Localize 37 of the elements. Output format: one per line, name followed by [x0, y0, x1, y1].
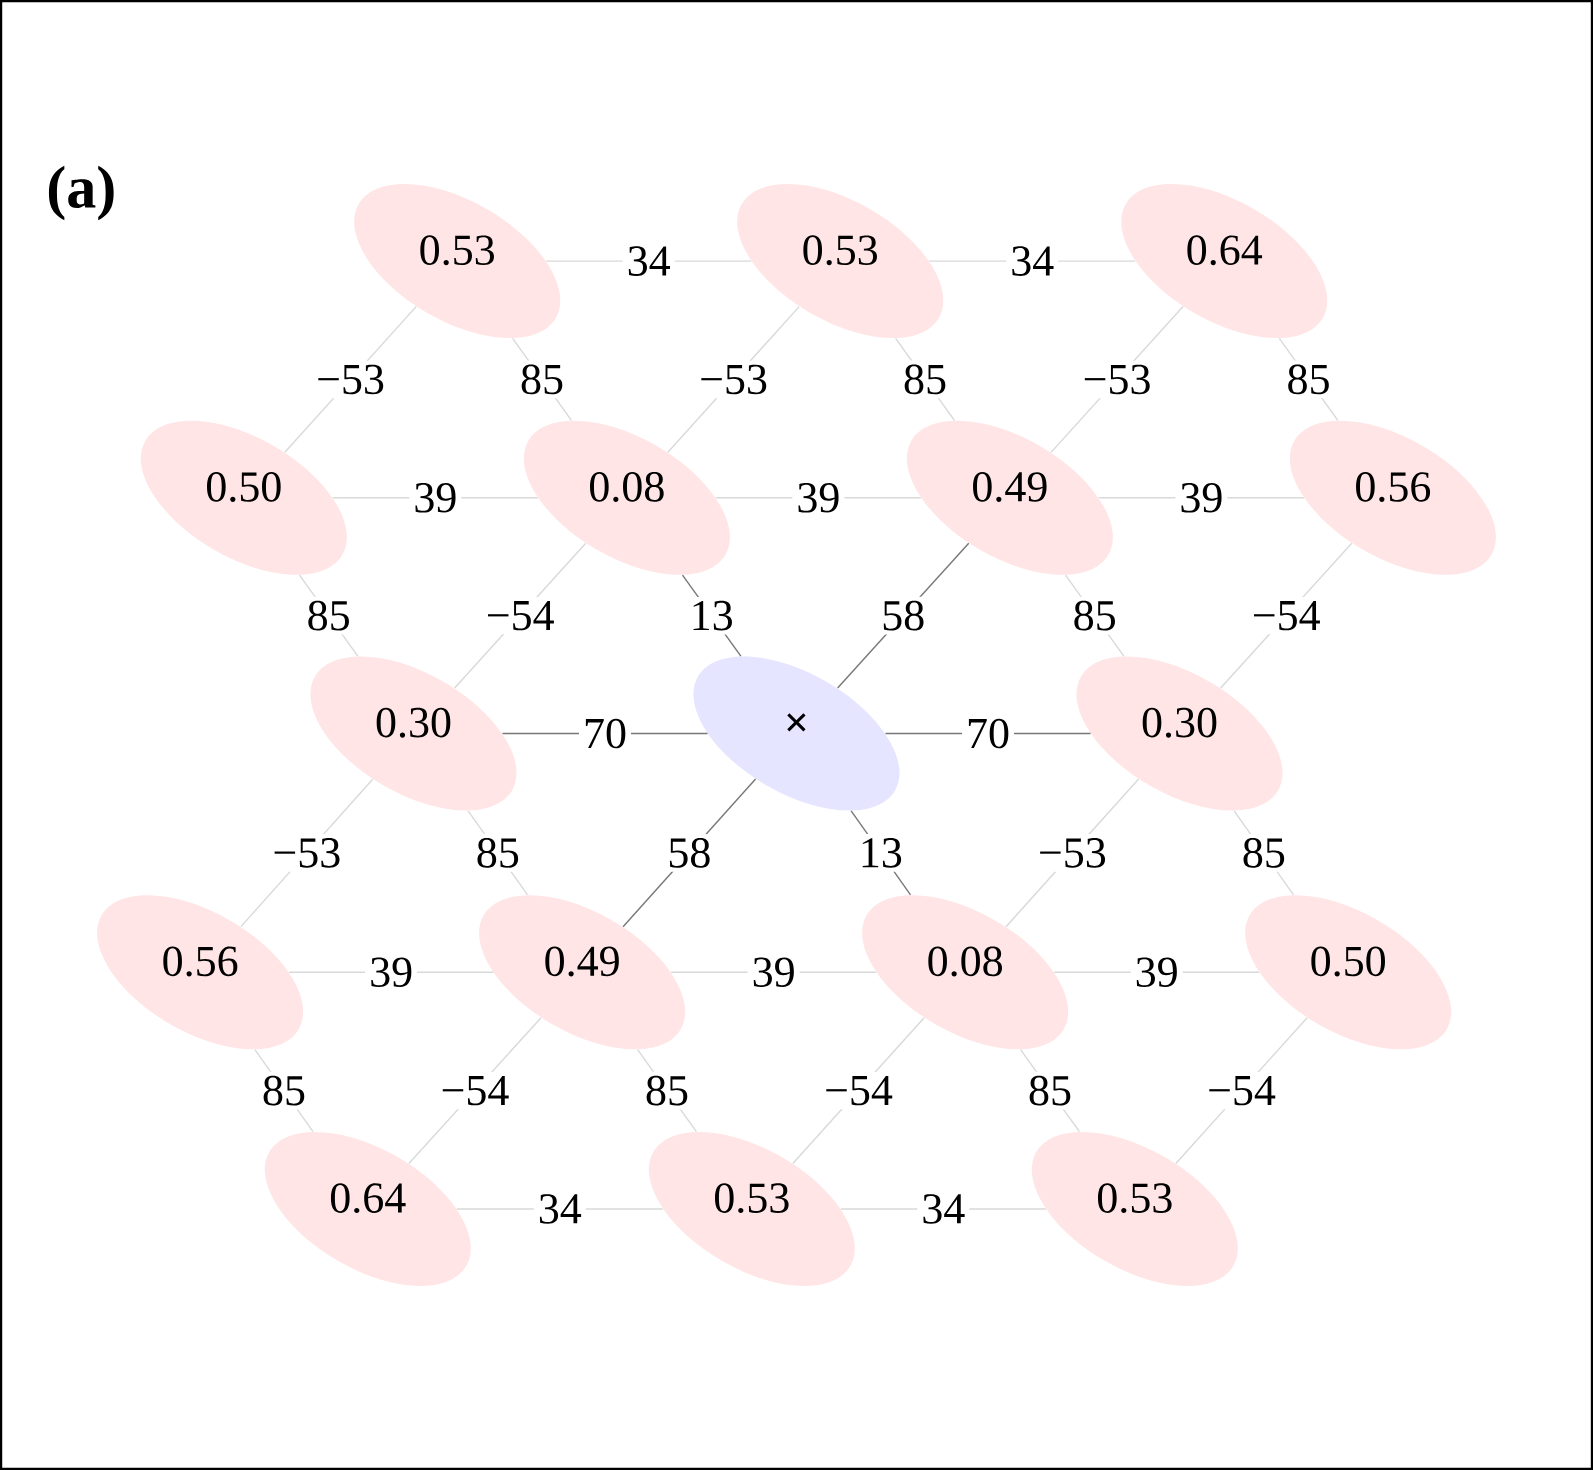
- edge-label: 39: [409, 479, 462, 517]
- edge-label: 70: [579, 714, 631, 753]
- edge-label: 39: [747, 953, 800, 992]
- edge-label: 85: [641, 1071, 693, 1110]
- edge-label: 85: [516, 360, 568, 399]
- edge-label: −53: [1033, 834, 1111, 872]
- edge-label: 85: [1282, 360, 1335, 399]
- edge-label: 85: [1024, 1071, 1076, 1110]
- edge-label: 58: [663, 834, 716, 872]
- edge-label: −54: [1203, 1071, 1280, 1110]
- edge-label: −53: [268, 834, 346, 872]
- edge-label: −53: [695, 360, 772, 399]
- edge-label: −54: [481, 596, 559, 635]
- edge-label: 85: [1237, 834, 1290, 872]
- edge-label: −53: [312, 360, 389, 399]
- edge-label: 58: [877, 596, 930, 635]
- edge-label: −54: [820, 1071, 897, 1110]
- edge-label: 39: [365, 953, 418, 992]
- edge-label: 85: [1068, 596, 1121, 635]
- edge-label: 34: [917, 1190, 970, 1228]
- edge-label: 39: [792, 479, 845, 517]
- edge-label: −54: [436, 1071, 514, 1110]
- edge-label: 85: [899, 360, 952, 399]
- edge-label: 85: [471, 834, 524, 872]
- panel-label: (a): [48, 165, 114, 221]
- edge-label: 85: [302, 596, 355, 635]
- edge-label: 39: [1130, 953, 1183, 992]
- edge-label: 85: [257, 1071, 310, 1110]
- edge-label: −54: [1247, 596, 1325, 635]
- edge-label: 39: [1175, 479, 1228, 517]
- edge-label: 13: [854, 834, 907, 872]
- edge-label: 34: [533, 1190, 586, 1228]
- edge-label: 34: [1006, 242, 1059, 280]
- edge-label: −53: [1078, 360, 1156, 399]
- edge-label: 70: [962, 714, 1014, 753]
- edge-label: 34: [622, 242, 675, 280]
- edge-label: 13: [685, 596, 738, 635]
